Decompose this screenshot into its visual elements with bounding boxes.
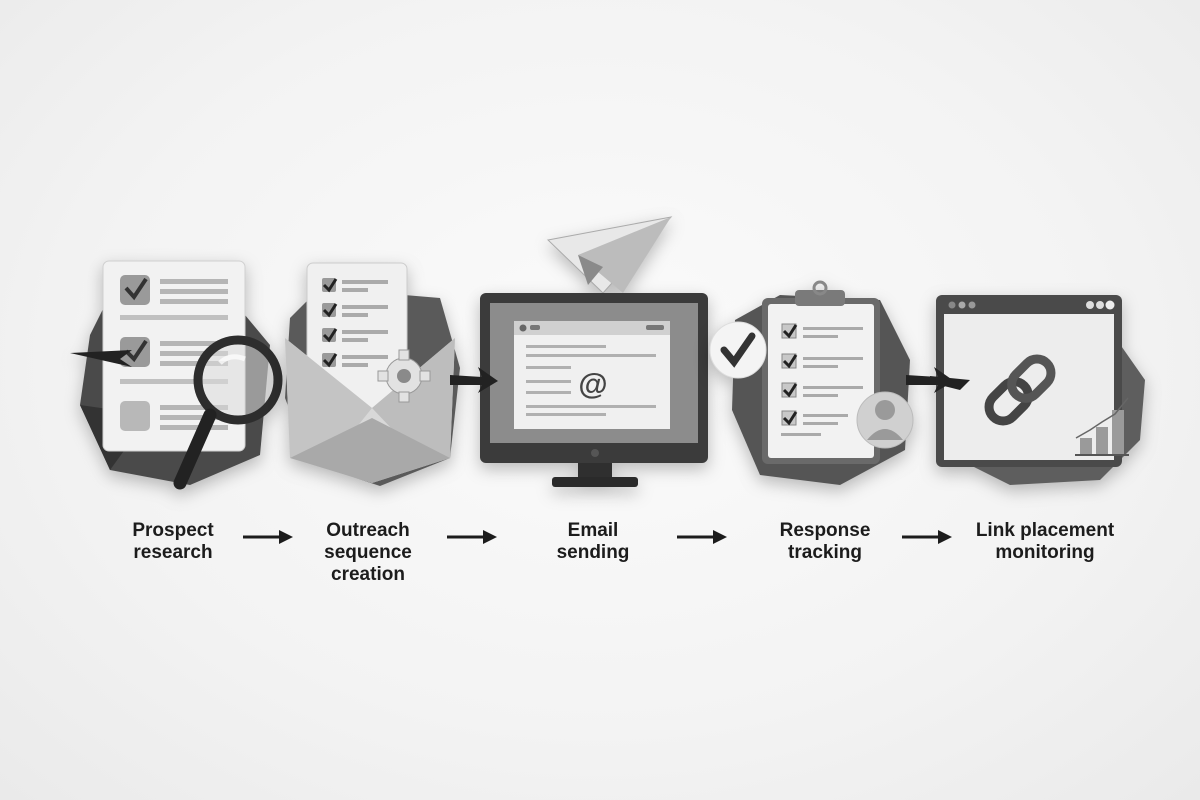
stage-label-response-tracking: Response tracking — [750, 520, 900, 564]
svg-text:@: @ — [578, 368, 607, 401]
label-line: tracking — [788, 542, 862, 563]
flow-arrow-icon — [447, 530, 497, 544]
stage-4-illustration — [700, 280, 918, 490]
label-line: creation — [331, 564, 405, 585]
stage-label-email-sending: Email sending — [518, 520, 668, 564]
stage-1-illustration — [70, 255, 285, 490]
browser-link-chart-icon — [928, 295, 1145, 485]
stage-5-illustration — [928, 290, 1155, 490]
flow-arrow-icon — [677, 530, 727, 544]
stage-label-link-placement-monitoring: Link placement monitoring — [960, 520, 1130, 564]
flow-arrow-icon — [243, 530, 293, 544]
label-line: Link placement — [975, 520, 1115, 541]
label-line: research — [133, 542, 213, 563]
flow-arrow-icon — [902, 530, 952, 544]
label-line: sending — [556, 542, 630, 563]
stage-label-outreach-sequence-creation: Outreach sequence creation — [293, 520, 443, 586]
stage-2-illustration — [280, 258, 465, 488]
connector-arrow-icon — [450, 367, 498, 393]
label-line: Response — [779, 520, 871, 541]
connector-arrow-icon — [906, 367, 954, 393]
label-line: monitoring — [995, 542, 1095, 563]
label-line: sequence — [324, 542, 412, 563]
label-line: Outreach — [326, 520, 410, 541]
stage-3-illustration: @ — [478, 215, 713, 490]
label-line: Email — [567, 520, 619, 541]
stage-label-prospect-research: Prospect research — [98, 520, 248, 564]
document-magnifier-icon — [70, 260, 283, 490]
envelope-checklist-gear-icon — [285, 262, 460, 486]
label-line: Prospect — [132, 520, 214, 541]
clipboard-checklist-user-icon — [709, 280, 914, 485]
monitor-email-paperplane-icon: @ — [480, 216, 708, 487]
